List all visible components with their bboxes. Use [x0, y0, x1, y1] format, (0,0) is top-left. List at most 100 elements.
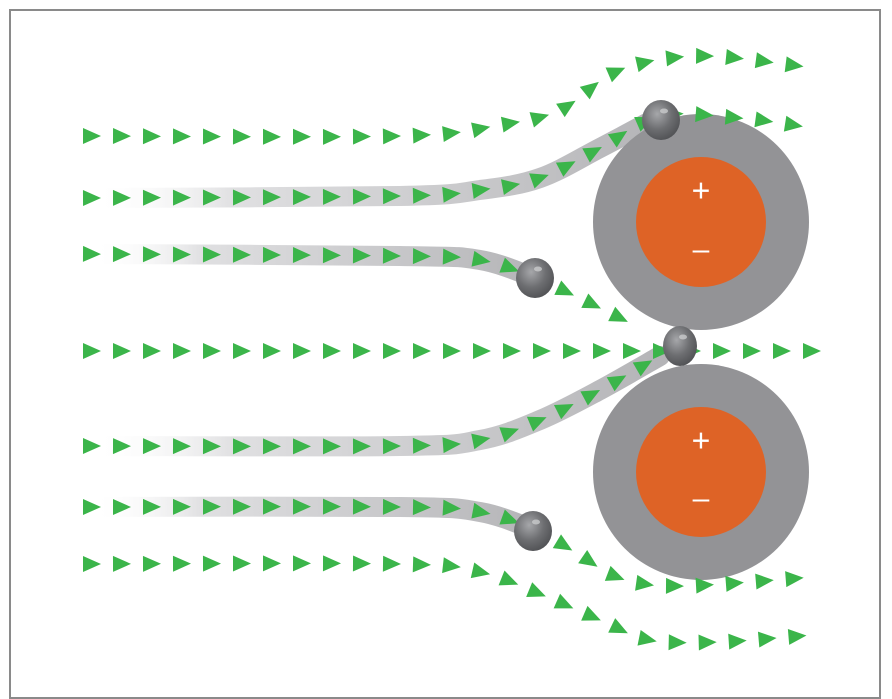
airflow-arrow-icon	[728, 633, 747, 650]
airflow-arrow-icon	[473, 343, 491, 359]
airflow-arrow-icon	[607, 130, 628, 148]
airflow-arrow-icon	[757, 631, 777, 648]
airflow-arrow-icon	[382, 555, 401, 572]
airflow-arrow-icon	[232, 128, 251, 145]
airflow-arrow-icon	[533, 343, 551, 359]
particles	[514, 100, 697, 551]
airflow-arrow-icon	[635, 56, 655, 73]
airflow-arrow-icon	[202, 128, 221, 145]
airflow-arrow-icon	[112, 246, 131, 263]
airflow-arrow-icon	[352, 188, 371, 205]
airflow-arrow-icon	[784, 56, 804, 73]
airflow-arrow-icon	[412, 437, 431, 454]
airflow-arrow-icon	[142, 246, 161, 263]
airflow-arrow-icon	[442, 186, 461, 203]
particle-trail-4	[82, 496, 545, 540]
airflow-arrow-icon	[202, 438, 221, 455]
airflow-arrow-icon	[232, 246, 251, 263]
airflow-arrow-icon	[112, 128, 131, 145]
airflow-arrow-icon	[471, 250, 491, 267]
airflow-arrow-icon	[112, 499, 131, 516]
airflow-arrow-icon	[606, 375, 627, 392]
upper-collector-minus: –	[693, 233, 710, 266]
airflow-arrow-icon	[442, 437, 461, 454]
airflow-arrow-icon	[526, 582, 546, 598]
airflow-arrow-icon	[412, 187, 431, 204]
airflow-arrow-icon	[553, 404, 574, 420]
airflow-arrow-icon	[580, 389, 601, 406]
airflow-arrow-icon	[202, 498, 221, 515]
airflow-arrow-icon	[352, 438, 371, 455]
airflow-arrow-icon	[526, 416, 547, 432]
airflow-arrow-icon	[232, 438, 251, 455]
airflow-arrow-icon	[556, 100, 576, 118]
airflow-arrow-icon	[173, 343, 191, 359]
airflow-arrow-icon	[322, 188, 341, 205]
airflow-arrow-icon	[202, 246, 221, 263]
airflow-arrow-icon	[412, 499, 431, 516]
airflow-arrow-icon	[503, 343, 521, 359]
airflow-arrow-icon	[322, 247, 341, 264]
airflow-arrow-icon	[665, 50, 685, 67]
airflow-arrow-icon	[263, 343, 281, 359]
airflow-arrow-icon	[142, 128, 161, 145]
airflow-arrow-icon	[529, 173, 549, 189]
airflow-arrow-icon	[322, 438, 341, 455]
airflow-arrow-icon	[83, 499, 101, 515]
airflow-arrow-icon	[142, 498, 161, 515]
airflow-arrow-icon	[83, 343, 101, 359]
airflow-arrow-icon	[232, 555, 251, 572]
airflow-arrow-icon	[581, 605, 601, 621]
airflow-arrow-icon	[653, 343, 671, 359]
airflow-arrow-icon	[743, 343, 761, 359]
upper-collector-plus: +	[692, 172, 711, 208]
airflow-arrow-icon	[232, 498, 251, 515]
airflow-arrow-icon	[579, 81, 599, 100]
airflow-arrow-icon	[498, 570, 519, 586]
particle-highlight	[679, 334, 687, 340]
airflow-arrow-icon	[787, 628, 807, 645]
airflow-arrow-icon	[232, 189, 251, 206]
airflow-arrow-icon	[578, 550, 598, 567]
airflow-arrow-icon	[233, 343, 251, 359]
lower-collector: + –	[593, 364, 809, 580]
airflow-arrow-icon	[783, 115, 803, 132]
airflow-arrow-icon	[382, 438, 401, 455]
airflow-arrow-icon	[471, 183, 491, 199]
particle-1	[642, 100, 680, 140]
lower-collector-core	[636, 407, 766, 537]
airflow-arrow-icon	[803, 343, 821, 359]
airflow-arrow-icon	[442, 499, 461, 516]
airflow-arrow-icon	[563, 343, 581, 359]
airflow-arrow-icon	[322, 555, 341, 572]
airflow-arrow-icon	[82, 190, 101, 207]
airflow-arrow-icon	[755, 573, 774, 590]
airflow-arrow-icon	[112, 438, 131, 455]
particle-2	[516, 258, 554, 298]
airflow-arrow-icon	[668, 634, 687, 651]
airflow-arrow-icon	[725, 49, 744, 65]
airflow-arrow-icon	[203, 343, 221, 359]
airflow-arrow-icon	[293, 498, 311, 515]
airflow-arrow-icon	[632, 360, 653, 377]
airflow-arrow-icon	[725, 575, 744, 592]
particle-highlight	[532, 519, 540, 525]
airflow-arrow-icon	[293, 343, 311, 359]
airflow-arrow-icon	[382, 247, 401, 264]
airflow-arrow-icon	[442, 248, 461, 265]
airflow-arrow-icon	[262, 555, 281, 572]
particle-highlight	[534, 266, 542, 272]
lower-collector-plus: +	[692, 422, 711, 458]
airflow-arrow-icon	[412, 556, 431, 573]
airflow-arrow-icon	[352, 247, 371, 264]
airflow-arrow-icon	[529, 112, 550, 128]
airflow-arrow-icon	[262, 128, 281, 145]
airflow-arrow-icon	[500, 116, 520, 133]
airflow-arrow-icon	[499, 509, 520, 525]
particle-4	[514, 511, 552, 551]
airflow-arrow-icon	[713, 343, 731, 359]
airflow-arrow-icon	[382, 128, 401, 145]
airflow-arrow-icon	[412, 127, 431, 144]
airflow-arrow-icon	[202, 189, 221, 206]
airflow-arrow-icon	[353, 343, 371, 359]
